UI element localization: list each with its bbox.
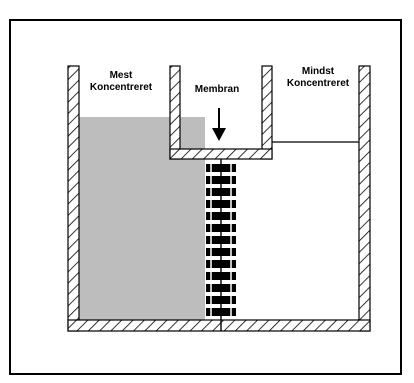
concentrated-solution	[79, 117, 205, 320]
container-bottom-wall	[67, 319, 371, 332]
membrane-well-left-wall	[169, 65, 181, 160]
container-right-wall	[358, 65, 371, 332]
membrane-well-right-wall	[261, 65, 273, 160]
label-membrane: Membran	[195, 84, 239, 95]
membrane	[206, 159, 236, 331]
container-left-wall	[67, 65, 80, 332]
membrane-well-bottom	[169, 148, 273, 160]
label-least-concentrated-line1: Mindst	[302, 66, 335, 77]
label-least-concentrated-line2: Koncentreret	[287, 78, 350, 89]
label-most-concentrated-line1: Mest	[110, 70, 133, 81]
label-most-concentrated-line2: Koncentreret	[90, 82, 153, 93]
down-arrow-icon	[212, 108, 226, 141]
